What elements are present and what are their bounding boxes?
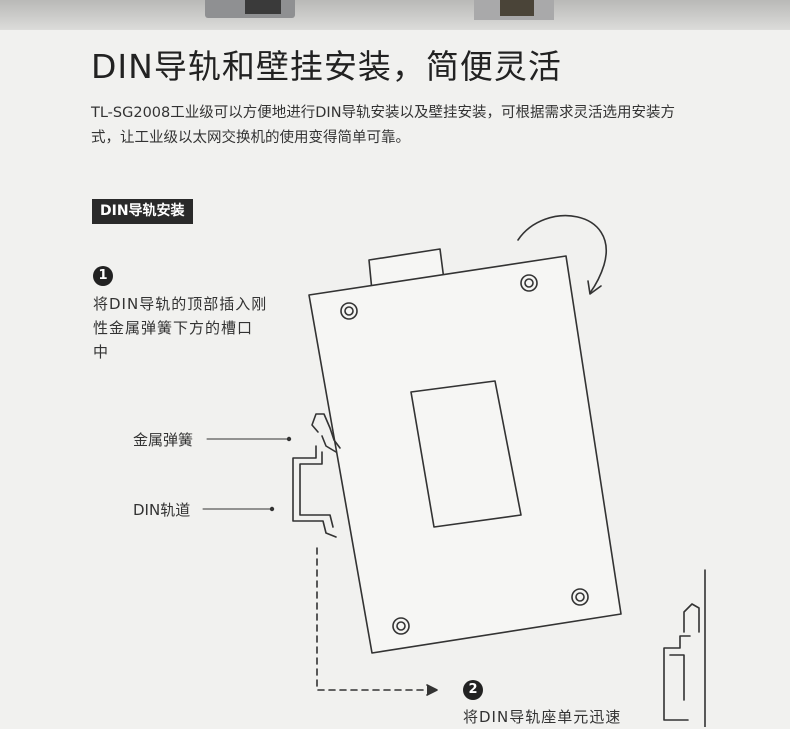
section-title: DIN导轨和壁挂安装，简便灵活	[91, 47, 562, 86]
din-rail-label: DIN轨道	[133, 501, 191, 519]
ethernet-port-left	[245, 0, 281, 14]
step-1-badge: 1	[93, 266, 113, 286]
screw-icon	[340, 302, 358, 320]
right-spring-clip-icon	[683, 603, 700, 633]
section-description: TL-SG2008工业级可以方便地进行DIN导轨安装以及壁挂安装，可根据需求灵活…	[91, 105, 676, 146]
screw-icon	[392, 617, 410, 635]
step-1-text: 将DIN导轨的顶部插入刚性金属弹簧下方的槽口中	[93, 295, 268, 361]
rotation-arrowhead-icon	[587, 280, 602, 295]
move-guide-arrowhead-icon	[426, 684, 438, 696]
device-label-window	[410, 380, 522, 528]
device-body	[308, 255, 622, 654]
din-rail-profile	[292, 445, 337, 538]
right-din-rail-inner	[669, 654, 685, 701]
right-din-rail-profile	[663, 635, 691, 721]
metal-spring-label: 金属弹簧	[133, 431, 194, 449]
screw-icon	[571, 588, 589, 606]
step-2-text: 将DIN导轨座单元迅速	[463, 708, 622, 726]
rotation-arrow-icon	[517, 214, 607, 294]
step-2-badge: 2	[463, 680, 483, 700]
metal-spring-icon	[311, 413, 341, 449]
ethernet-port-right	[500, 0, 534, 16]
top-product-photo-strip	[0, 0, 790, 30]
spring-leader-dot	[286, 436, 292, 442]
din-rail-profile-inner	[299, 451, 334, 528]
screw-icon	[520, 274, 538, 292]
din-rail-tag: DIN导轨安装	[92, 199, 193, 224]
move-guide-dashed-arrow	[316, 547, 429, 691]
rail-leader-dot	[269, 506, 275, 512]
metal-spring-inner	[321, 435, 337, 453]
